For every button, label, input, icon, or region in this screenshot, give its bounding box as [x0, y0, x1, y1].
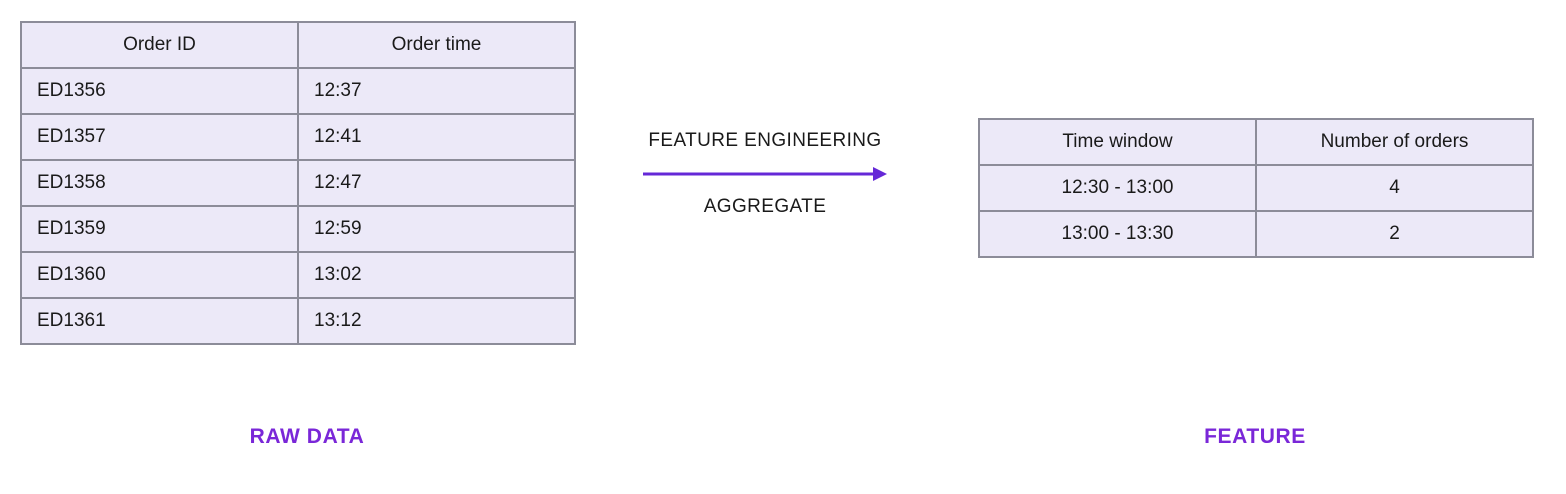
column-header-number-of-orders: Number of orders — [1255, 118, 1534, 166]
raw-data-table: Order ID Order time ED1356 12:37 ED1357 … — [20, 21, 576, 345]
table-header-row: Order ID Order time — [20, 21, 576, 69]
caption-raw-data: RAW DATA — [249, 425, 365, 448]
cell-order-time: 12:37 — [297, 67, 576, 115]
table-row: ED1360 13:02 — [20, 251, 576, 299]
table-row: 12:30 - 13:00 4 — [978, 164, 1534, 212]
cell-order-id: ED1358 — [20, 159, 299, 207]
cell-order-time: 13:02 — [297, 251, 576, 299]
transform-bottom-label: AGGREGATE — [703, 196, 827, 217]
transform-top-label: FEATURE ENGINEERING — [648, 130, 882, 151]
table-row: ED1358 12:47 — [20, 159, 576, 207]
table-row: ED1357 12:41 — [20, 113, 576, 161]
transform-block: FEATURE ENGINEERING AGGREGATE — [595, 130, 935, 218]
table-row: ED1356 12:37 — [20, 67, 576, 115]
cell-order-id: ED1359 — [20, 205, 299, 253]
table-row: ED1361 13:12 — [20, 297, 576, 345]
caption-feature: FEATURE — [1204, 425, 1306, 448]
cell-order-id: ED1357 — [20, 113, 299, 161]
cell-number-of-orders: 2 — [1255, 210, 1534, 258]
cell-order-id: ED1361 — [20, 297, 299, 345]
feature-table: Time window Number of orders 12:30 - 13:… — [978, 118, 1534, 258]
table-row: ED1359 12:59 — [20, 205, 576, 253]
cell-time-window: 12:30 - 13:00 — [978, 164, 1257, 212]
arrow-right-icon — [595, 152, 935, 196]
table-header-row: Time window Number of orders — [978, 118, 1534, 166]
column-header-order-time: Order time — [297, 21, 576, 69]
column-header-time-window: Time window — [978, 118, 1257, 166]
table-row: 13:00 - 13:30 2 — [978, 210, 1534, 258]
cell-number-of-orders: 4 — [1255, 164, 1534, 212]
column-header-order-id: Order ID — [20, 21, 299, 69]
cell-order-time: 12:41 — [297, 113, 576, 161]
cell-order-time: 13:12 — [297, 297, 576, 345]
cell-order-time: 12:47 — [297, 159, 576, 207]
cell-order-id: ED1356 — [20, 67, 299, 115]
cell-time-window: 13:00 - 13:30 — [978, 210, 1257, 258]
cell-order-time: 12:59 — [297, 205, 576, 253]
cell-order-id: ED1360 — [20, 251, 299, 299]
